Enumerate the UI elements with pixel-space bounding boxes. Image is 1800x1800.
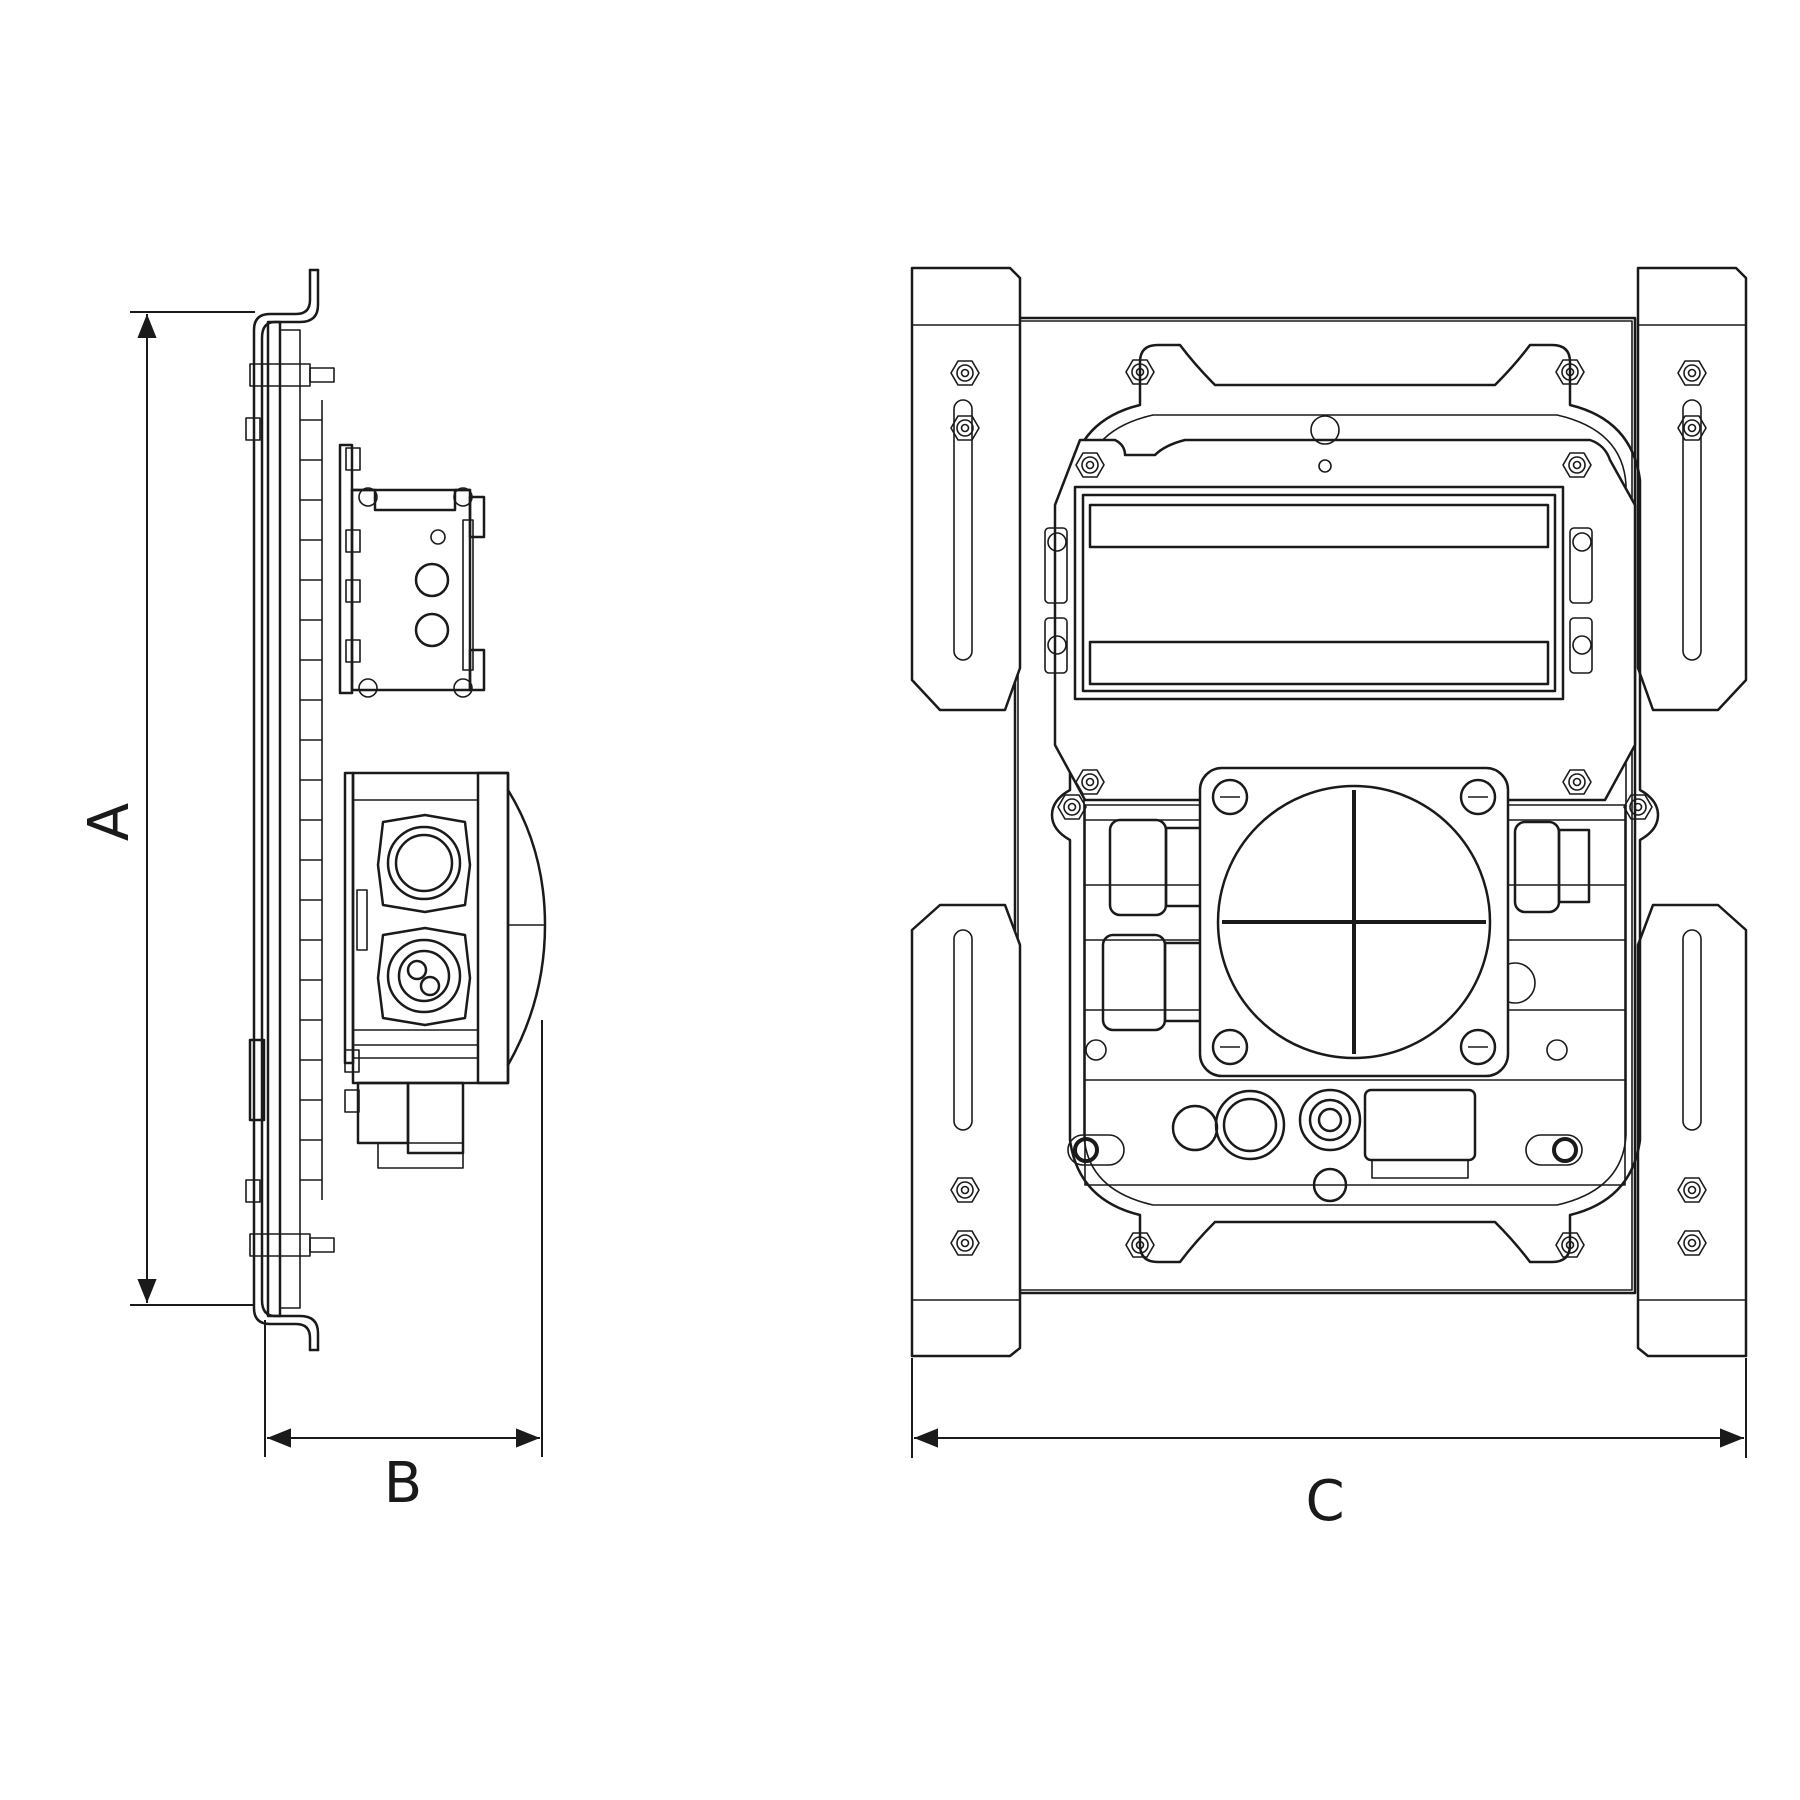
- front-driver-body: [1044, 485, 1593, 701]
- dim-c-label: C: [1305, 1469, 1344, 1534]
- side-junction-box: [343, 771, 547, 1169]
- front-mounting-rails: [910, 266, 1748, 1358]
- front-junction-box: [1198, 766, 1510, 1078]
- side-driver-box: [338, 443, 486, 698]
- dim-b-label: B: [384, 1451, 422, 1516]
- dimension-lines: [130, 311, 1747, 1458]
- side-bracket-top: [260, 268, 320, 1352]
- side-bolts: [245, 363, 335, 1257]
- side-back-plate: [266, 320, 282, 1318]
- side-heatsink-fins: [300, 400, 323, 1200]
- front-view: [910, 266, 1748, 1358]
- side-view: [245, 268, 547, 1352]
- dim-a-label: A: [77, 803, 142, 841]
- front-housing-flange: [1050, 343, 1660, 1264]
- front-driver-plate: [1053, 438, 1637, 802]
